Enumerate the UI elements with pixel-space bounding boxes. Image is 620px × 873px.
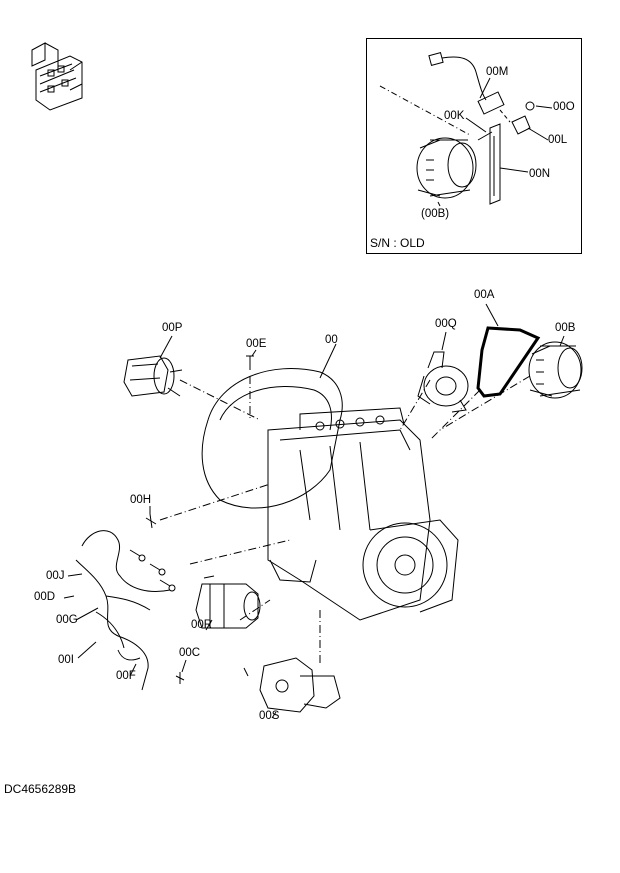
fan-belt-icon <box>476 326 541 398</box>
label-00F: 00F <box>116 670 136 682</box>
inset-box <box>366 38 582 254</box>
label-00J: 00J <box>46 570 65 582</box>
label-00Q: 00Q <box>435 318 457 330</box>
label-00B-inset: (00B) <box>421 208 450 220</box>
label-00L: 00L <box>548 134 568 146</box>
document-id: DC4656289B <box>4 782 77 796</box>
injection-pump-icon <box>243 657 341 713</box>
wire-harness-icon <box>75 530 176 691</box>
label-00S: 00S <box>259 710 280 722</box>
label-00E: 00E <box>246 338 267 350</box>
label-00R: 00R <box>191 619 213 631</box>
bolt-00C-icon <box>175 672 185 684</box>
label-00K: 00K <box>444 110 465 122</box>
inset-connector-icon <box>379 52 505 136</box>
label-00M: 00M <box>486 66 509 78</box>
label-00N: 00N <box>529 168 551 180</box>
clip-00D-icon <box>63 595 75 599</box>
water-pump-icon <box>417 351 469 413</box>
bolt-00E-icon <box>246 355 254 370</box>
label-00O: 00O <box>553 101 575 113</box>
label-00C: 00C <box>179 647 201 659</box>
label-00D: 00D <box>34 591 56 603</box>
inset-bolt-icon <box>477 131 493 141</box>
alternator-icon <box>528 341 583 399</box>
engine-assembly-icon <box>201 368 459 621</box>
sensor-00H-icon <box>145 513 157 529</box>
label-00: 00 <box>325 334 338 346</box>
locator-thumbnail-icon <box>31 42 83 111</box>
fuel-pump-00P-icon <box>123 355 183 397</box>
serial-note: S/N : OLD <box>370 236 425 250</box>
label-00B: 00B <box>555 322 576 334</box>
inset-bracket-icon <box>511 115 531 135</box>
starter-motor-icon <box>195 575 261 629</box>
label-00G: 00G <box>56 614 78 626</box>
label-00I: 00I <box>58 654 74 666</box>
inset-nut-icon <box>525 101 535 111</box>
inset-alternator-icon <box>416 137 477 199</box>
label-00A: 00A <box>474 289 495 301</box>
label-00H: 00H <box>130 494 152 506</box>
inset-strap-icon <box>489 123 501 205</box>
label-00P: 00P <box>162 322 183 334</box>
